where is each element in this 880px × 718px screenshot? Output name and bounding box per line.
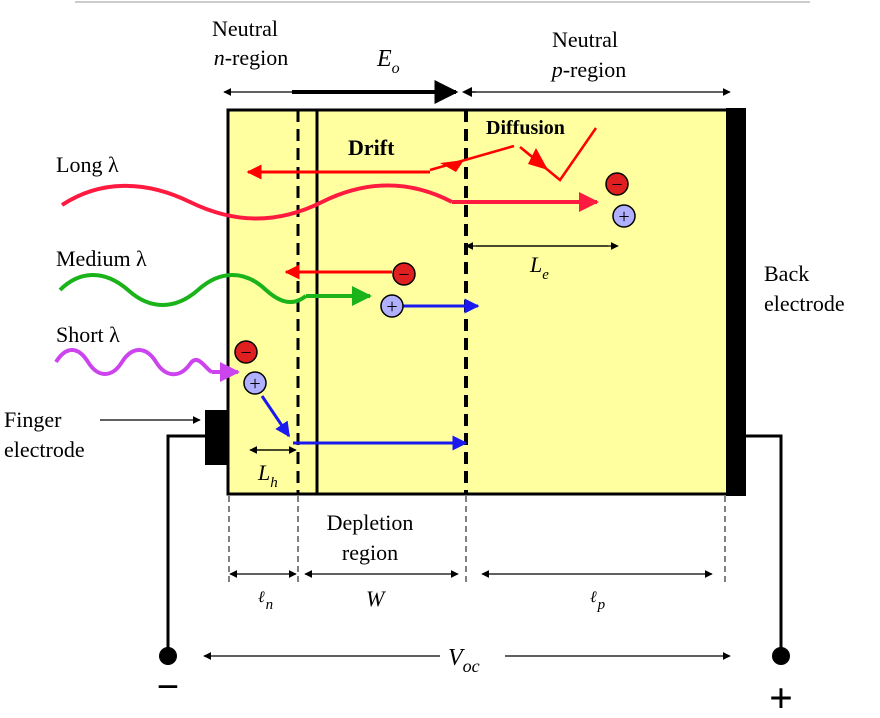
lh-label: Lh (257, 460, 278, 491)
hole-medium (380, 294, 404, 318)
long-label: Long λ (56, 152, 119, 177)
negative-terminal (159, 647, 177, 665)
voc-label: Voc (448, 645, 480, 676)
w-label: W (366, 586, 386, 611)
negative-wire (166, 434, 205, 652)
lp-label: ℓp (590, 589, 606, 613)
back-label-1: Back (764, 261, 809, 286)
neutral-p-label: Neutral (552, 27, 618, 52)
p-region-label: p-region (550, 57, 627, 82)
field-label: Eo (376, 46, 400, 77)
minus-sign: − (157, 664, 180, 709)
n-region-label: n-region (214, 45, 289, 70)
hole-short (243, 371, 267, 395)
ln-label: ℓn (258, 589, 273, 613)
neutral-n-label: Neutral (212, 16, 278, 41)
diffusion-label: Diffusion (486, 117, 565, 139)
le-label: Le (529, 252, 549, 283)
positive-terminal (772, 647, 790, 665)
depletion-label-2: region (342, 540, 398, 565)
hole-long (612, 204, 636, 228)
diffusion-to-drift (429, 144, 515, 172)
back-electrode-bar (726, 108, 746, 496)
hole-short-sign: + (249, 373, 260, 395)
back-label-2: electrode (764, 291, 845, 316)
cell-body (226, 108, 740, 496)
hole-medium-sign: + (386, 296, 397, 318)
finger-label-2: electrode (4, 437, 85, 462)
diffusion-drift-head (440, 160, 464, 172)
electron-long (605, 172, 629, 196)
short-wave (54, 348, 214, 377)
plus-sign: + (769, 676, 793, 718)
hole-long-sign: + (618, 206, 629, 228)
electron-short (234, 340, 258, 364)
drift-label: Drift (348, 135, 395, 160)
hole-diffuse-short (260, 395, 291, 438)
finger-label-1: Finger (4, 407, 62, 432)
short-label: Short λ (56, 322, 120, 347)
electron-medium-sign: − (398, 264, 409, 286)
electron-short-sign: − (240, 342, 251, 364)
positive-wire (746, 434, 783, 652)
electron-medium (392, 262, 416, 286)
finger-electrode-bar (205, 410, 228, 465)
electron-long-sign: − (611, 174, 622, 196)
medium-label: Medium λ (56, 246, 147, 271)
diffusion-arrowhead (528, 148, 548, 170)
depletion-label-1: Depletion (327, 510, 414, 535)
long-wave (60, 183, 453, 221)
medium-wave (58, 273, 308, 307)
p-region-arrow-left-head (462, 87, 472, 97)
